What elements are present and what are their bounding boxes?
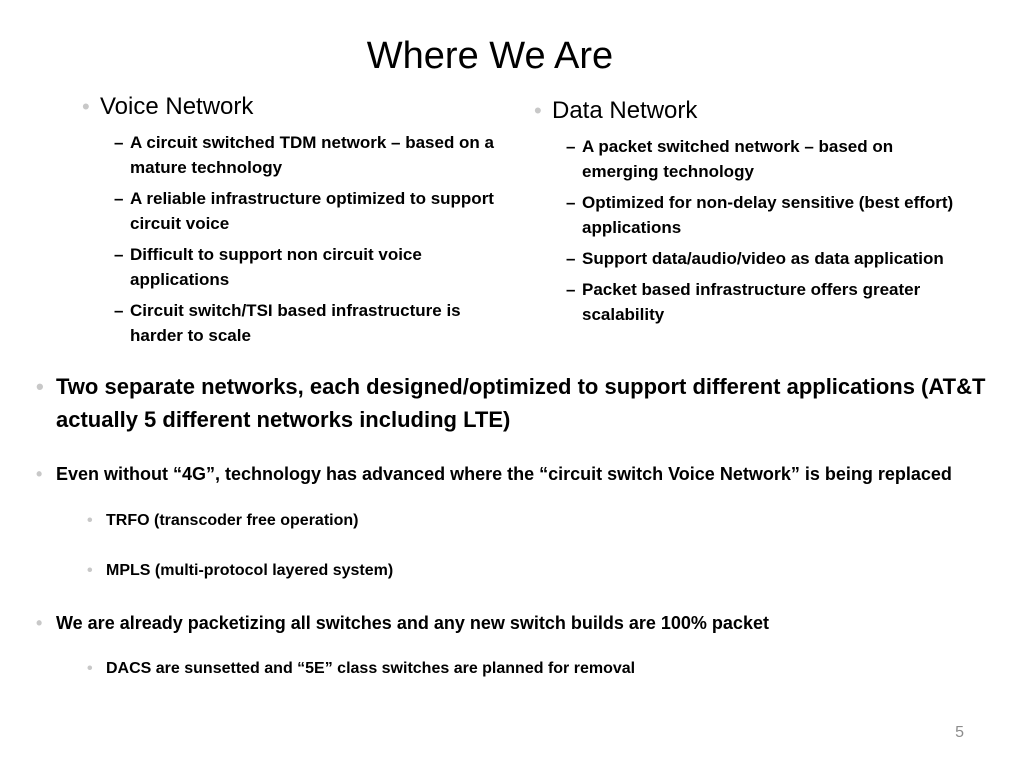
summary-bullet-separate-networks: • Two separate networks, each designed/o… <box>36 370 996 436</box>
summary-bullet-technology-advanced: • Even without “4G”, technology has adva… <box>36 458 996 491</box>
voice-network-column: • Voice Network – A circuit switched TDM… <box>80 92 510 354</box>
list-item-text: A packet switched network – based on eme… <box>582 137 894 181</box>
data-network-list: – A packet switched network – based on e… <box>532 134 972 327</box>
sub-bullet-text: DACS are sunsetted and “5E” class switch… <box>106 660 636 677</box>
voice-network-heading: Voice Network <box>100 93 254 120</box>
list-item: – A reliable infrastructure optimized to… <box>80 186 510 236</box>
slide-number: 5 <box>955 724 964 741</box>
list-item: – Packet based infrastructure offers gre… <box>532 277 972 327</box>
list-item-text: Difficult to support non circuit voice a… <box>130 245 422 289</box>
dash-icon: – <box>114 133 124 152</box>
list-item: – A circuit switched TDM network – based… <box>80 130 510 180</box>
summary-bullet-text: We are already packetizing all switches … <box>56 613 769 633</box>
list-item-text: Packet based infrastructure offers great… <box>582 280 921 324</box>
voice-network-heading-row: • Voice Network <box>80 92 510 122</box>
summary-bullet-packetizing: • We are already packetizing all switche… <box>36 609 996 637</box>
bullet-dot-icon: • <box>82 94 90 119</box>
list-item: – Optimized for non-delay sensitive (bes… <box>532 190 972 240</box>
voice-network-list: – A circuit switched TDM network – based… <box>80 130 510 348</box>
list-item: – Circuit switch/TSI based infrastructur… <box>80 298 510 348</box>
list-item-text: Circuit switch/TSI based infrastructure … <box>130 301 461 345</box>
dash-icon: – <box>114 245 124 264</box>
list-item-text: Support data/audio/video as data applica… <box>582 249 944 268</box>
data-network-column: • Data Network – A packet switched netwo… <box>532 96 972 333</box>
bullet-dot-icon: • <box>36 374 44 399</box>
summary-bullet-text: Two separate networks, each designed/opt… <box>56 374 986 432</box>
list-item: – A packet switched network – based on e… <box>532 134 972 184</box>
dash-icon: – <box>566 137 576 156</box>
sub-bullet-mpls: • MPLS (multi-protocol layered system) <box>36 559 996 583</box>
sub-bullet-dacs: • DACS are sunsetted and “5E” class swit… <box>36 657 996 681</box>
list-item-text: A circuit switched TDM network – based o… <box>130 133 494 177</box>
list-item: – Difficult to support non circuit voice… <box>80 242 510 292</box>
dash-icon: – <box>114 189 124 208</box>
list-item-text: Optimized for non-delay sensitive (best … <box>582 193 954 237</box>
bullet-dot-icon: • <box>87 512 93 529</box>
dash-icon: – <box>566 193 576 212</box>
list-item-text: A reliable infrastructure optimized to s… <box>130 189 494 233</box>
summary-bullets: • Two separate networks, each designed/o… <box>36 370 996 681</box>
data-network-heading-row: • Data Network <box>532 96 972 126</box>
sub-bullet-trfo: • TRFO (transcoder free operation) <box>36 509 996 533</box>
dash-icon: – <box>566 249 576 268</box>
data-network-heading: Data Network <box>552 97 698 124</box>
sub-bullet-text: TRFO (transcoder free operation) <box>106 512 359 529</box>
sub-bullet-text: MPLS (multi-protocol layered system) <box>106 562 394 579</box>
summary-bullet-text: Even without “4G”, technology has advanc… <box>56 464 952 484</box>
dash-icon: – <box>114 301 124 320</box>
dash-icon: – <box>566 280 576 299</box>
bullet-dot-icon: • <box>87 562 93 579</box>
bullet-dot-icon: • <box>87 660 93 677</box>
bullet-dot-icon: • <box>36 613 43 633</box>
list-item: – Support data/audio/video as data appli… <box>532 246 972 271</box>
bullet-dot-icon: • <box>36 464 43 484</box>
bullet-dot-icon: • <box>534 98 542 123</box>
slide-title: Where We Are <box>366 35 614 77</box>
